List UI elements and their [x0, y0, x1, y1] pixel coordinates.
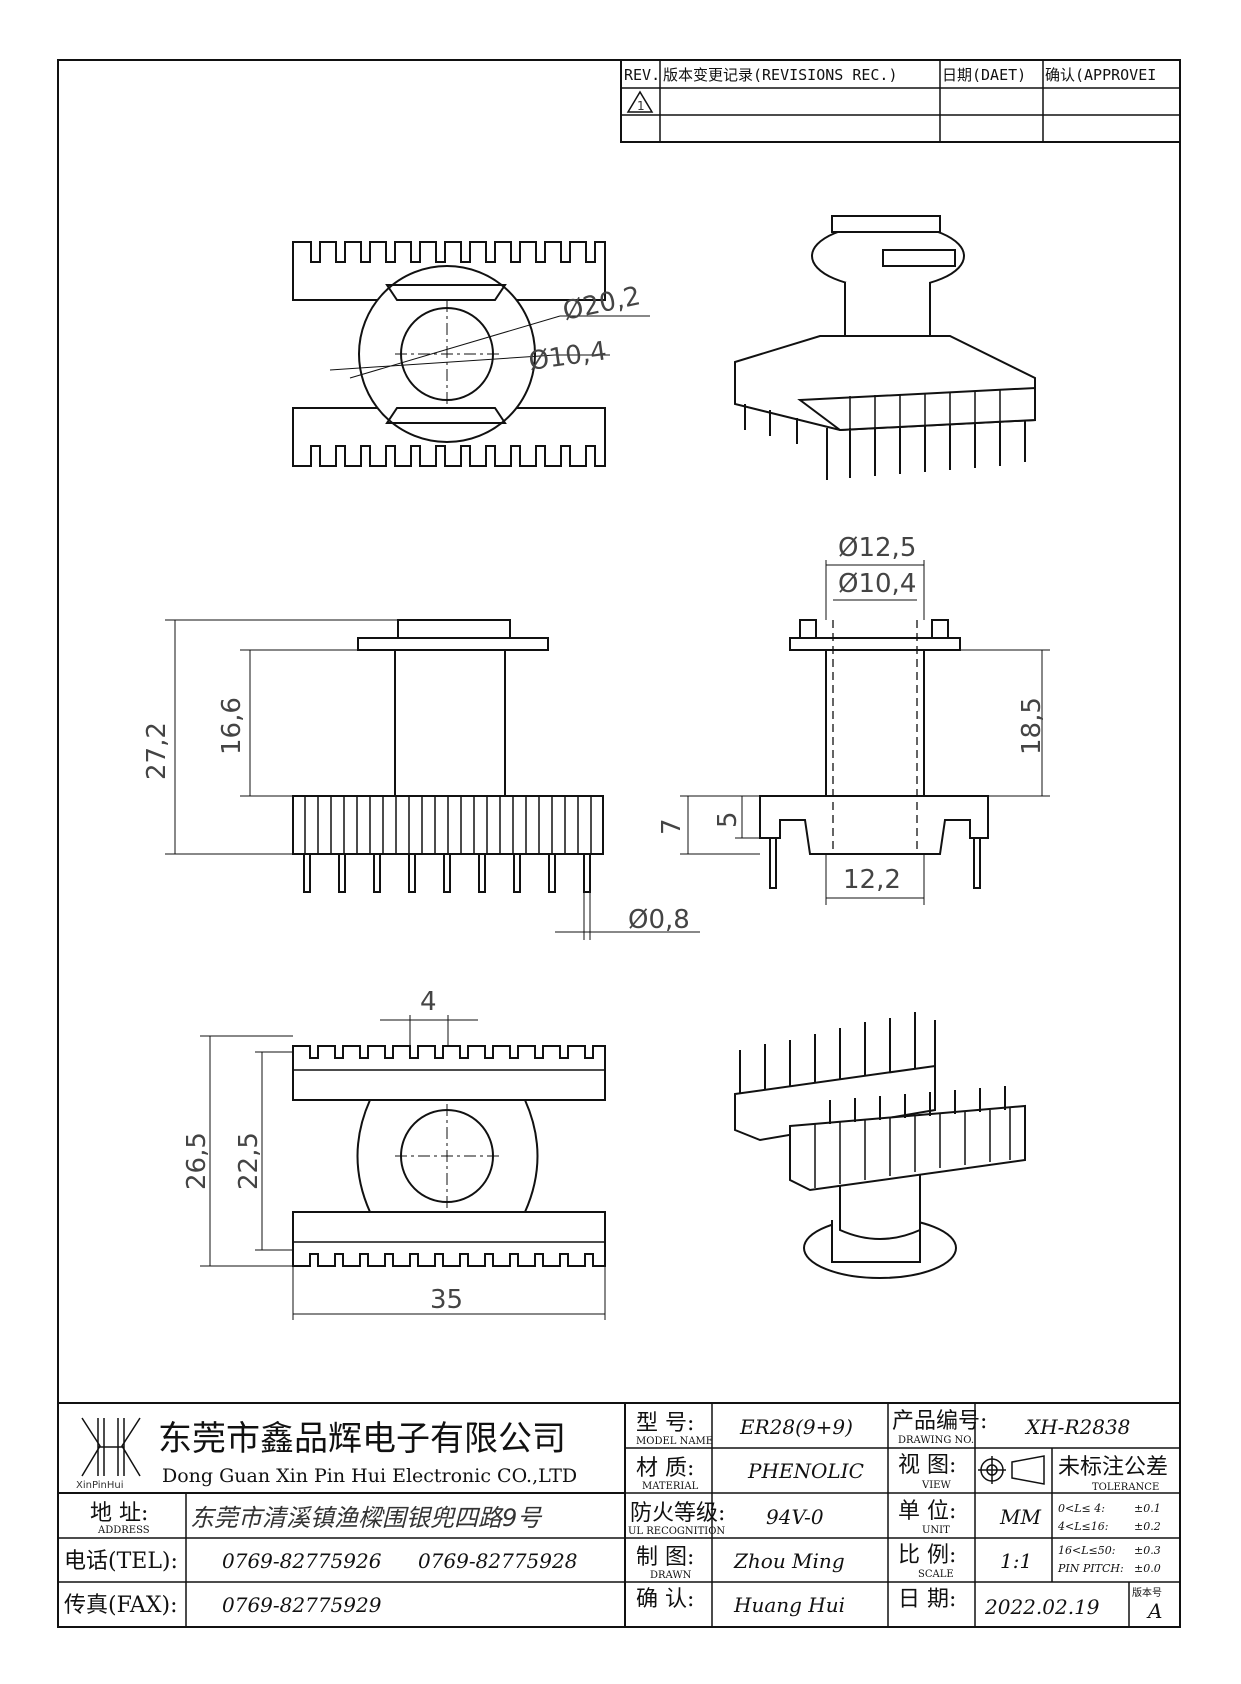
revision-triangle-icon	[626, 90, 654, 113]
unit-value: MM	[999, 1505, 1041, 1529]
model-label: 型 号:	[636, 1411, 694, 1436]
model-value: ER28(9+9)	[739, 1415, 853, 1439]
rev-header-date: 日期(DAET)	[942, 66, 1026, 84]
revision-table: REV. 版本变更记录(REVISIONS REC.) 日期(DAET) 确认(…	[620, 59, 1181, 143]
projection-symbol-icon	[978, 1455, 1045, 1485]
date-label: 日 期:	[898, 1587, 956, 1612]
fire-value: 94V-0	[766, 1505, 824, 1529]
drawn-value: Zhou Ming	[733, 1549, 845, 1573]
tol-range-1: 0<L≤ 4:	[1058, 1502, 1105, 1515]
dim-bottom-height-inner: 22,5	[234, 1132, 264, 1190]
company-logo-icon	[81, 1417, 141, 1477]
rev-row1-number: 1	[637, 99, 645, 113]
dim-right-core-dia: Ø10,4	[838, 569, 916, 599]
fax-value: 0769-82775929	[222, 1593, 382, 1617]
tol-range-4: PIN PITCH:	[1057, 1562, 1124, 1575]
side-view	[680, 560, 1050, 905]
top-view	[292, 241, 650, 467]
dim-top-outer-dia: Ø20,2	[560, 281, 643, 327]
fax-label: 传真(FAX):	[64, 1593, 177, 1618]
bottom-view	[200, 1015, 606, 1320]
address-label: 地 址:	[90, 1501, 148, 1526]
tol-value-4: ±0.0	[1134, 1562, 1161, 1575]
rev-header-record: 版本变更记录(REVISIONS REC.)	[663, 66, 898, 84]
dim-right-base-width: 12,2	[843, 865, 901, 895]
tol-range-2: 4<L≤16:	[1057, 1520, 1108, 1533]
dim-side-height-winding: 16,6	[217, 697, 247, 755]
tol-value-1: ±0.1	[1134, 1502, 1161, 1515]
date-value: 2022.02.19	[984, 1595, 1100, 1619]
scale-label-en: SCALE	[918, 1569, 954, 1580]
material-label-en: MATERIAL	[642, 1481, 699, 1492]
fire-label: 防火等级:	[630, 1501, 725, 1526]
scale-label: 比 例:	[898, 1543, 956, 1568]
dim-side-height-total: 27,2	[142, 722, 172, 780]
address-label-en: ADDRESS	[97, 1525, 150, 1536]
unit-label: 单 位:	[898, 1499, 956, 1524]
drawing-no-label: 产品编号:	[892, 1409, 987, 1434]
tel-value-1: 0769-82775926	[222, 1549, 382, 1573]
drawn-label-en: DRAWN	[650, 1570, 692, 1581]
company-name-cn: 东莞市鑫品辉电子有限公司	[158, 1419, 566, 1459]
front-view	[165, 619, 700, 940]
dim-top-inner-dia: Ø10,4	[527, 336, 609, 377]
dim-right-flange-dia: Ø12,5	[838, 533, 916, 563]
fire-label-en: UL RECOGNITION	[628, 1526, 725, 1537]
drawing-no-value: XH-R2838	[1024, 1415, 1130, 1439]
tolerance-title: 未标注公差	[1058, 1455, 1168, 1480]
tol-value-3: ±0.3	[1134, 1544, 1161, 1557]
dim-bottom-height-outer: 26,5	[182, 1132, 212, 1190]
material-label: 材 质:	[636, 1456, 694, 1481]
dim-right-base-h: 7	[657, 818, 687, 835]
tolerance-title-en: TOLERANCE	[1092, 1482, 1159, 1493]
scale-value: 1:1	[1000, 1549, 1032, 1573]
isometric-view-top	[734, 215, 1036, 480]
logo-text: XinPinHui	[76, 1480, 124, 1491]
dim-right-base-inner-h: 5	[713, 811, 743, 828]
tol-value-2: ±0.2	[1134, 1520, 1161, 1533]
dim-bottom-width: 35	[430, 1285, 463, 1315]
view-label: 视 图:	[898, 1453, 956, 1478]
view-label-en: VIEW	[921, 1480, 951, 1491]
isometric-view-bottom	[734, 1012, 1026, 1279]
address-value: 东莞市清溪镇渔樑围银兜四路9号	[190, 1504, 543, 1532]
check-value: Huang Hui	[733, 1593, 845, 1617]
dim-right-winding-h: 18,5	[1017, 697, 1047, 755]
tol-range-3: 16<L≤50:	[1058, 1544, 1115, 1557]
check-label: 确 认:	[636, 1587, 694, 1612]
version-value: A	[1146, 1599, 1162, 1623]
version-label: 版本号	[1132, 1586, 1162, 1599]
tel-value-2: 0769-82775928	[418, 1549, 577, 1573]
unit-label-en: UNIT	[922, 1525, 950, 1536]
dim-bottom-pitch: 4	[420, 987, 437, 1017]
drawing-no-label-en: DRAWING NO.	[898, 1435, 974, 1446]
company-name-en: Dong Guan Xin Pin Hui Electronic CO.,LTD	[162, 1465, 577, 1487]
title-block	[57, 1402, 1181, 1628]
drawn-label: 制 图:	[636, 1545, 694, 1570]
dim-pin-dia: Ø0,8	[628, 905, 690, 935]
rev-header-rev: REV.	[624, 66, 660, 84]
model-label-en: MODEL NAME	[636, 1436, 713, 1447]
rev-header-approve: 确认(APPROVEI	[1045, 66, 1156, 84]
material-value: PHENOLIC	[747, 1459, 864, 1483]
tel-label: 电话(TEL):	[64, 1549, 178, 1574]
